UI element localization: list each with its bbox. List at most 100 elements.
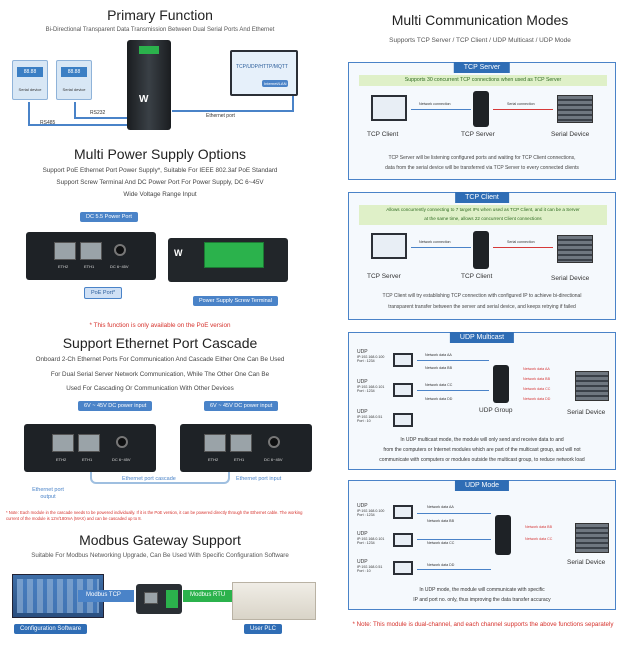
rs232-label: RS232 [90, 110, 106, 116]
udp-entry-port: Port : 1234 [357, 541, 375, 545]
cascade-note: * Note: Each module in the cascade needs… [6, 510, 303, 521]
screw-terminal-tag: Power Supply Screw Terminal [193, 296, 278, 306]
serial-line [493, 247, 553, 248]
net-right-cc: Network data CC [525, 537, 553, 541]
dual-channel-note: * Note: This module is dual-channel, and… [352, 621, 614, 628]
udp-entry-title: UDP [357, 559, 368, 565]
eth1-port [230, 434, 252, 452]
ethernet-line [172, 110, 294, 112]
udp-multicast-panel: UDP Multicast UDP IP:192.168.0.100 Port … [348, 332, 616, 470]
modbus-tcp-label: Modbus TCP [86, 592, 121, 598]
rs485-line-h [28, 124, 128, 126]
power-title: Multi Power Supply Options [74, 146, 246, 162]
net-left-cc: Network data CC [427, 541, 455, 545]
udp-entry-3: UDP IP:192.168.0.51 Port : 10 [357, 409, 417, 423]
poe-port-tag: PoE Port* [84, 287, 123, 299]
cascade-cable [90, 472, 230, 484]
eth2-label: ETH2 [56, 457, 67, 462]
comm-modes-title: Multi Communication Modes [391, 12, 569, 28]
tcp-server-banner: Supports 30 concurrent TCP connections w… [359, 75, 607, 86]
dc-label: DC 6~45V [110, 264, 129, 269]
tcp-client-module [473, 231, 489, 269]
tcp-server-module [473, 91, 489, 127]
net-left-aa: Network data AA [427, 505, 454, 509]
udp-module [495, 515, 511, 555]
net-line-1 [417, 513, 491, 514]
dc-jack-icon [116, 436, 128, 448]
rs485-label: RS485 [40, 120, 56, 126]
power-module-front: ETH2 ETH1 DC 6~45V [26, 232, 156, 280]
tcp-server-pc-icon [371, 233, 407, 259]
udp-entry-2: UDP IP:192.168.0.101 Port : 1234 [357, 379, 417, 393]
net-left-bb: Network data BB [425, 366, 452, 370]
dc-label: DC 6~45V [112, 457, 131, 462]
terminal-block [166, 590, 178, 608]
tcp-server-panel: TCP Server Supports 30 concurrent TCP co… [348, 62, 616, 180]
network-line [411, 109, 471, 110]
net-left-dd: Network data DD [427, 563, 455, 567]
dc-jack-icon [114, 244, 126, 256]
rs232-line [74, 102, 76, 118]
power-module-side: W [168, 238, 288, 282]
port-input-label: Ethernet port input [236, 476, 282, 482]
udp-entry-ip: IP:192.168.0.100 [357, 509, 385, 513]
left-column: Primary Function Bi-Directional Transpar… [6, 7, 316, 634]
modbus-rtu-arrow [183, 590, 239, 602]
power-desc-3: Wide Voltage Range Input [123, 191, 197, 198]
poe-note: * This function is only available on the… [89, 322, 231, 329]
net-left-cc: Network data CC [425, 383, 453, 387]
eth1-label: ETH1 [82, 457, 93, 462]
tcp-client-label: TCP Client [367, 131, 399, 138]
net-left-aa: Network data AA [425, 353, 452, 357]
serial-device-label: Serial device [18, 87, 42, 92]
cascade-module-1: ETH2 ETH1 DC 6~45V [24, 424, 156, 472]
comm-modes-subtitle: Supports TCP Server / TCP Client / UDP M… [389, 37, 571, 44]
net-line-2 [417, 390, 489, 391]
eth2-label: ETH2 [208, 457, 219, 462]
udp-multicast-header: UDP Multicast [449, 332, 515, 343]
tcp-client-desc-1: TCP Client will try establishing TCP con… [382, 293, 582, 299]
net-left-dd: Network data DD [425, 397, 453, 401]
serial-line [493, 109, 553, 110]
power-desc-2: Support Screw Terminal And DC Power Port… [56, 179, 264, 186]
power-desc-1: Support PoE Ethernet Port Power Supply*,… [42, 167, 278, 174]
module-logo-icon: W [139, 94, 149, 105]
udp-pc-icon-1 [393, 353, 413, 367]
network-connection-label: Network connection [419, 102, 451, 106]
ethernet-port-label: Ethernet port [206, 113, 235, 119]
config-software-tag: Configuration Software [14, 624, 88, 634]
serial-device-label: Serial Device [551, 275, 590, 282]
serial-device-rack [575, 523, 609, 553]
eth1-port [80, 242, 102, 260]
serial-device-label: Serial device [62, 87, 86, 92]
serial-device-label: Serial Device [567, 409, 606, 416]
network-connection-label: Network connection [419, 240, 451, 244]
net-right-cc: Network data CC [523, 387, 551, 391]
udp-entry-ip: IP:192.168.0.51 [357, 415, 383, 419]
udp-mode-desc-2: IP and port no. only, thus improving the… [413, 597, 551, 603]
net-left-bb: Network data BB [427, 519, 454, 523]
udp-entry-1: UDP IP:192.168.0.100 Port : 1234 [357, 349, 417, 363]
udp-pc-icon-2 [393, 383, 413, 397]
rs232-line-h [74, 117, 128, 119]
modbus-title: Modbus Gateway Support [79, 532, 241, 548]
udp-entry-title: UDP [357, 531, 368, 537]
user-plc-tag: User PLC [244, 624, 283, 634]
tcp-client-banner: Allows concurrently connecting to 7 targ… [359, 205, 607, 225]
cascade-desc-2: For Dual Serial Server Network Communica… [50, 371, 270, 378]
power-input-tag-1: 6V ~ 45V DC power input [78, 401, 153, 411]
eth2-port [204, 434, 226, 452]
cascade-module-2: ETH2 ETH1 DC 6~45V [180, 424, 312, 472]
udp-multicast-desc-3: communicate with computers or modules ou… [379, 457, 585, 463]
modbus-rtu-label: Modbus RTU [190, 592, 226, 598]
cascade-desc-3: Used For Cascading Or Communication With… [66, 385, 234, 392]
udp-entry-1: UDP IP:192.168.0.100 Port : 1234 [357, 503, 417, 517]
udp-entry-port: Port : 10 [357, 569, 371, 573]
module-green-terminal [139, 46, 159, 54]
serial-device-label: Serial Device [567, 559, 606, 566]
tcp-client-panel: TCP Client Allows concurrently connectin… [348, 192, 616, 320]
cascade-title: Support Ethernet Port Cascade [62, 335, 258, 351]
udp-entry-port: Port : 1234 [357, 359, 375, 363]
udp-mode-header: UDP Mode [454, 480, 510, 491]
net-right-aa: Network data AA [523, 367, 550, 371]
